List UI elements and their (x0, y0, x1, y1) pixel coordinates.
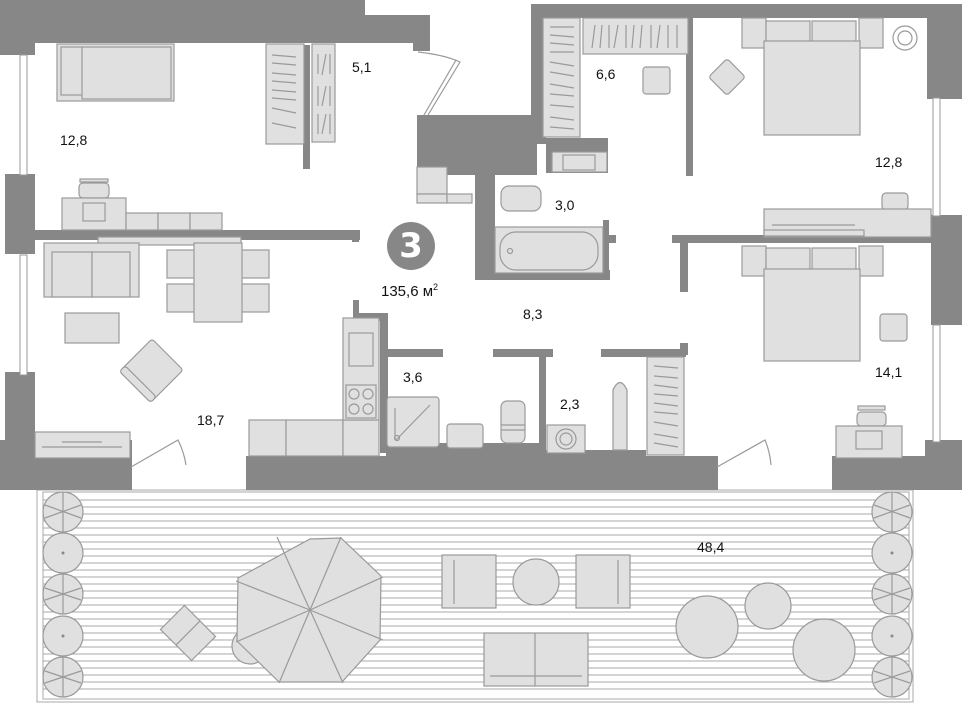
room-area-bedroom-top-right: 12,8 (875, 154, 903, 170)
doors (130, 51, 772, 468)
room-area-shower-room: 3,6 (403, 369, 423, 385)
total-area: 135,6 м2 (381, 282, 439, 300)
room-area-wardrobe-left: 5,1 (352, 59, 372, 75)
total-area-unit-sup: 2 (433, 282, 439, 292)
room-area-bathroom: 3,0 (555, 197, 575, 213)
room-area-bedroom-left: 12,8 (60, 132, 88, 148)
furniture (34, 17, 932, 459)
room-area-living-kitchen: 18,7 (197, 412, 225, 428)
room-area-wardrobe-top: 6,6 (596, 66, 616, 82)
room-area-bedroom-bottom-right: 14,1 (875, 364, 903, 380)
total-area-value: 135,6 (381, 283, 419, 300)
room-area-terrace: 48,4 (697, 539, 725, 555)
windows (19, 54, 941, 443)
walls (0, 0, 962, 490)
total-area-unit: м (422, 283, 434, 300)
room-area-hallway: 8,3 (523, 306, 543, 322)
room-area-laundry: 2,3 (560, 396, 580, 412)
rooms-count-badge: 3 (387, 222, 435, 270)
terrace-furniture (42, 491, 913, 698)
